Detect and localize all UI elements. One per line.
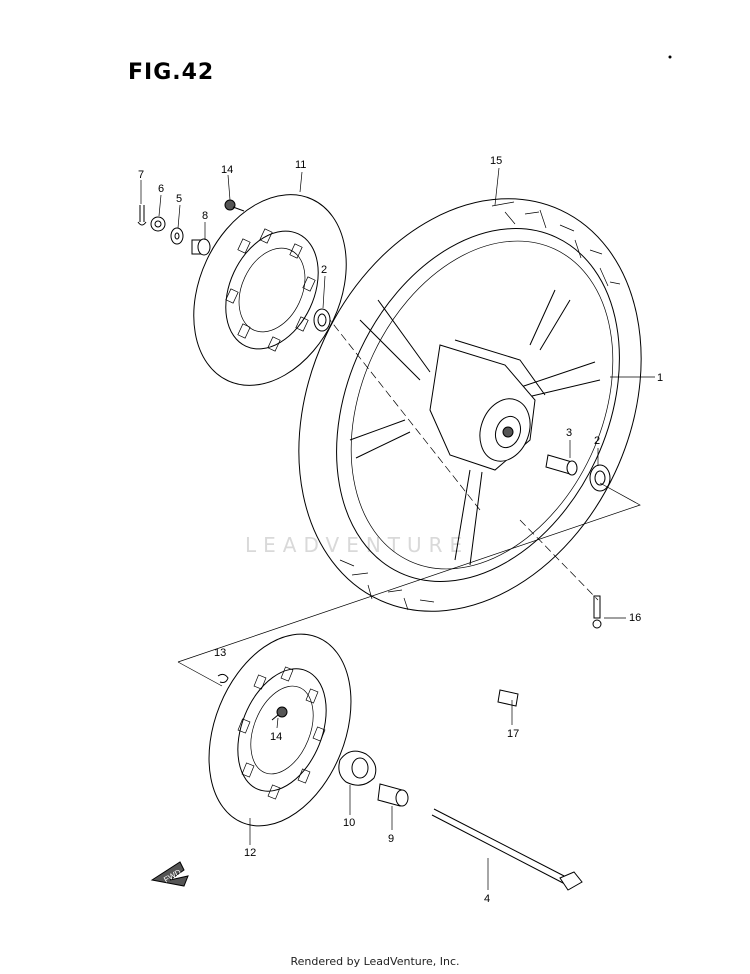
leader-lines	[140, 167, 655, 890]
callout-15: 15	[490, 155, 502, 167]
callout-12: 12	[244, 847, 256, 859]
callout-numbers: 1 2 2 3 4 5 6 7 8 9 10 11 12 13 14 14 15…	[138, 155, 663, 905]
brake-disc-lower	[208, 633, 352, 827]
callout-11: 11	[295, 159, 306, 171]
footer-credit: Rendered by LeadVenture, Inc.	[290, 955, 460, 968]
callout-3: 3	[566, 427, 572, 439]
callout-14-lower: 14	[270, 731, 282, 743]
callout-17: 17	[507, 728, 519, 740]
callout-9: 9	[388, 833, 394, 845]
fwd-arrow-icon: FWD	[150, 861, 189, 887]
callout-2-right: 2	[594, 435, 600, 447]
callout-4: 4	[484, 893, 490, 905]
callout-1: 1	[657, 372, 663, 384]
callout-7: 7	[138, 169, 144, 181]
brake-disc-upper	[193, 194, 347, 386]
figure-title: FIG.42	[128, 60, 215, 85]
callout-6: 6	[158, 183, 164, 195]
callout-14-upper: 14	[221, 164, 233, 176]
small-parts	[137, 199, 611, 891]
callout-2-upper: 2	[321, 264, 327, 276]
speck-dot	[668, 55, 672, 59]
callout-8: 8	[202, 210, 208, 222]
callout-5: 5	[176, 193, 182, 205]
callout-13: 13	[214, 647, 226, 659]
callout-10: 10	[343, 817, 355, 829]
callout-16: 16	[629, 612, 641, 624]
watermark-text: LEADVENTURE	[245, 533, 470, 557]
front-wheel	[298, 198, 642, 612]
